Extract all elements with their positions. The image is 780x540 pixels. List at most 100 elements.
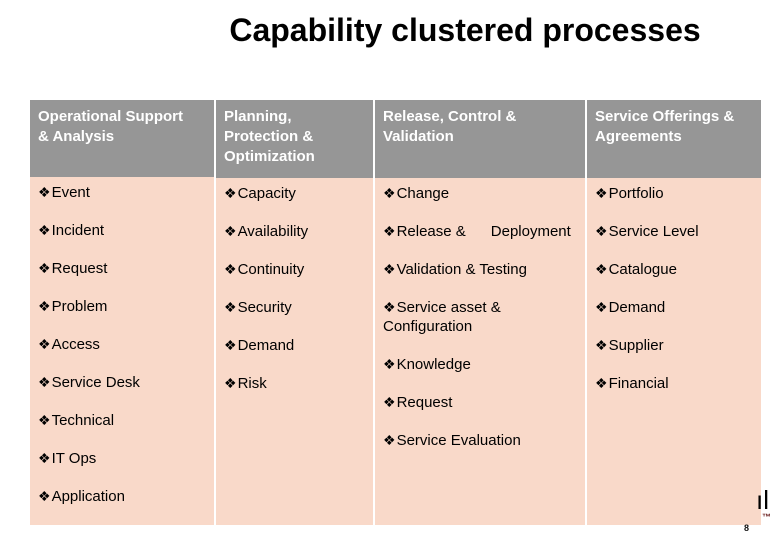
list-item: ❖Incident [38,221,210,240]
diamond-bullet-icon: ❖ [38,222,51,238]
diamond-bullet-icon: ❖ [595,185,608,201]
list-item: ❖Supplier [595,336,757,355]
diamond-bullet-icon: ❖ [224,375,237,391]
process-label: Service Desk [51,374,140,391]
process-label: Request [51,260,108,277]
list-item: ❖Access [38,335,210,354]
diamond-bullet-icon: ❖ [38,488,51,504]
list-item: ❖Knowledge [383,355,581,374]
process-label: Catalogue [608,261,677,278]
process-table: Operational Support & Analysis ❖Event❖In… [30,100,761,525]
diamond-bullet-icon: ❖ [38,412,51,428]
list-item: ❖Problem [38,297,210,316]
list-item: ❖Security [224,298,369,317]
column-planning-protection: Planning, Protection & Optimization ❖Cap… [216,100,375,525]
diamond-bullet-icon: ❖ [38,336,51,352]
process-label: Risk [237,375,267,392]
list-item: ❖Technical [38,411,210,430]
diamond-bullet-icon: ❖ [38,374,51,390]
diamond-bullet-icon: ❖ [383,432,396,448]
list-item: ❖Financial [595,374,757,393]
trademark-mark: ™ [762,512,771,522]
process-label: Service asset & Configuration [383,299,501,335]
diamond-bullet-icon: ❖ [224,223,237,239]
list-item: ❖Risk [224,374,369,393]
diamond-bullet-icon: ❖ [224,185,237,201]
list-item: ❖Portfolio [595,184,757,203]
list-item: ❖Change [383,184,581,203]
process-label: Portfolio [608,185,664,202]
diamond-bullet-icon: ❖ [595,375,608,391]
process-label: Technical [51,412,115,429]
process-label: Supplier [608,337,664,354]
diamond-bullet-icon: ❖ [224,337,237,353]
process-label: Demand [608,299,666,316]
diamond-bullet-icon: ❖ [383,261,396,277]
list-item: ❖Catalogue [595,260,757,279]
list-item: ❖Service Desk [38,373,210,392]
process-label: Security [237,299,292,316]
diamond-bullet-icon: ❖ [595,337,608,353]
diamond-bullet-icon: ❖ [383,223,396,239]
process-label: IT Ops [51,450,97,467]
list-item: ❖Demand [224,336,369,355]
column-release-control: Release, Control & Validation ❖Change❖Re… [375,100,587,525]
column-body: ❖Capacity❖Availability❖Continuity❖Securi… [216,178,373,525]
process-label: Event [51,184,90,201]
diamond-bullet-icon: ❖ [383,356,396,372]
list-item: ❖Capacity [224,184,369,203]
list-item: ❖Request [383,393,581,412]
column-header: Release, Control & Validation [375,100,585,178]
diamond-bullet-icon: ❖ [38,298,51,314]
process-label: Demand [237,337,295,354]
diamond-bullet-icon: ❖ [595,299,608,315]
diamond-bullet-icon: ❖ [595,223,608,239]
process-label: Service Level [608,223,699,240]
process-label: Service Evaluation [396,432,521,449]
list-item: ❖Validation & Testing [383,260,581,279]
list-item: ❖Request [38,259,210,278]
process-label: Access [51,336,100,353]
column-body: ❖Portfolio❖Service Level❖Catalogue❖Deman… [587,178,761,525]
process-label: Application [51,488,125,505]
process-label: Request [396,394,453,411]
process-label: Release & Deployment [396,223,571,240]
column-body: ❖Change❖Release & Deployment❖Validation … [375,178,585,525]
page-title: Capability clustered processes [229,12,701,48]
process-label: Financial [608,375,669,392]
diamond-bullet-icon: ❖ [595,261,608,277]
list-item: ❖Event [38,183,210,202]
list-item: ❖Service Level [595,222,757,241]
cropped-footer-text: ıl [756,485,769,515]
list-item: ❖Demand [595,298,757,317]
list-item: ❖Service Evaluation [383,431,581,450]
list-item: ❖IT Ops [38,449,210,468]
diamond-bullet-icon: ❖ [383,394,396,410]
process-label: Availability [237,223,309,240]
list-item: ❖Application [38,487,210,506]
process-label: Knowledge [396,356,471,373]
list-item: ❖Continuity [224,260,369,279]
process-label: Capacity [237,185,296,202]
diamond-bullet-icon: ❖ [38,450,51,466]
column-header: Planning, Protection & Optimization [216,100,373,178]
column-service-offerings: Service Offerings & Agreements ❖Portfoli… [587,100,761,525]
list-item: ❖Service asset & Configuration [383,298,581,336]
process-label: Change [396,185,450,202]
list-item: ❖Availability [224,222,369,241]
list-item: ❖Release & Deployment [383,222,581,241]
diamond-bullet-icon: ❖ [224,261,237,277]
process-label: Continuity [237,261,305,278]
column-header: Service Offerings & Agreements [587,100,761,178]
process-label: Validation & Testing [396,261,527,278]
diamond-bullet-icon: ❖ [38,260,51,276]
diamond-bullet-icon: ❖ [383,299,396,315]
diamond-bullet-icon: ❖ [224,299,237,315]
diamond-bullet-icon: ❖ [38,184,51,200]
column-operational-support: Operational Support & Analysis ❖Event❖In… [30,100,216,525]
column-body: ❖Event❖Incident❖Request❖Problem❖Access❖S… [30,177,214,525]
process-label: Incident [51,222,105,239]
process-label: Problem [51,298,108,315]
diamond-bullet-icon: ❖ [383,185,396,201]
column-header: Operational Support & Analysis [30,100,214,177]
